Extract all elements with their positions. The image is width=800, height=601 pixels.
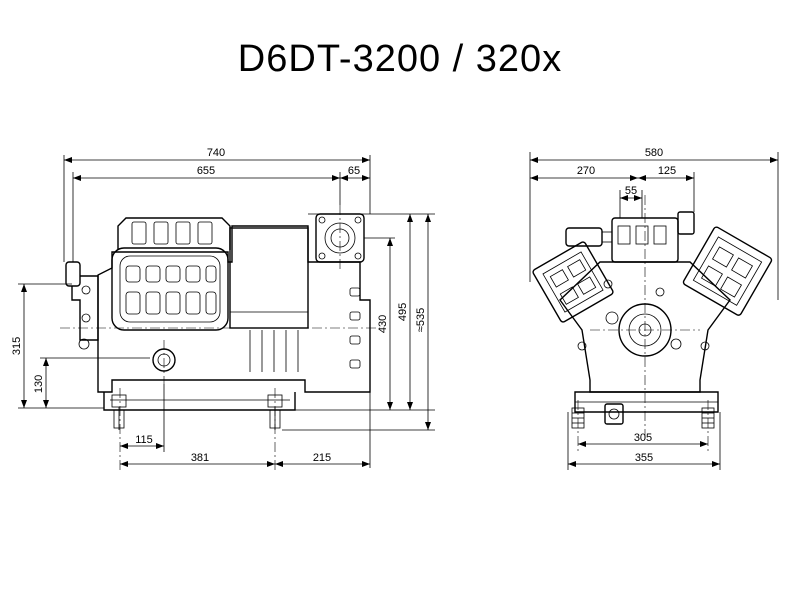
- dim-shaft-height: 130: [33, 375, 45, 393]
- front-view: 580 270 125 55 305 355: [529, 147, 779, 470]
- dim-height-495: 495: [397, 303, 409, 321]
- dim-height-535: ≈535: [415, 308, 427, 332]
- dim-overall-length: 740: [207, 147, 225, 159]
- dim-valve-height: 315: [11, 337, 23, 355]
- dim-height-430: 430: [377, 315, 389, 333]
- dim-body-length: 655: [197, 165, 215, 177]
- side-view: 740 655 65 430 495 ≈535 315 130 115 381: [11, 147, 435, 470]
- drawing-title: D6DT-3200 / 320x: [237, 38, 563, 80]
- dim-foot-spacing: 381: [191, 452, 209, 464]
- dim-valve-width: 55: [625, 185, 637, 197]
- dim-rear-offset: 215: [313, 452, 331, 464]
- dim-flange-offset: 65: [348, 165, 360, 177]
- dim-front-foot-spacing: 305: [634, 432, 652, 444]
- dim-overall-width: 580: [645, 147, 663, 159]
- dim-right-offset: 125: [658, 165, 676, 177]
- dim-left-offset: 270: [577, 165, 595, 177]
- dim-base-width: 355: [635, 452, 653, 464]
- dim-foot-offset: 115: [135, 434, 153, 446]
